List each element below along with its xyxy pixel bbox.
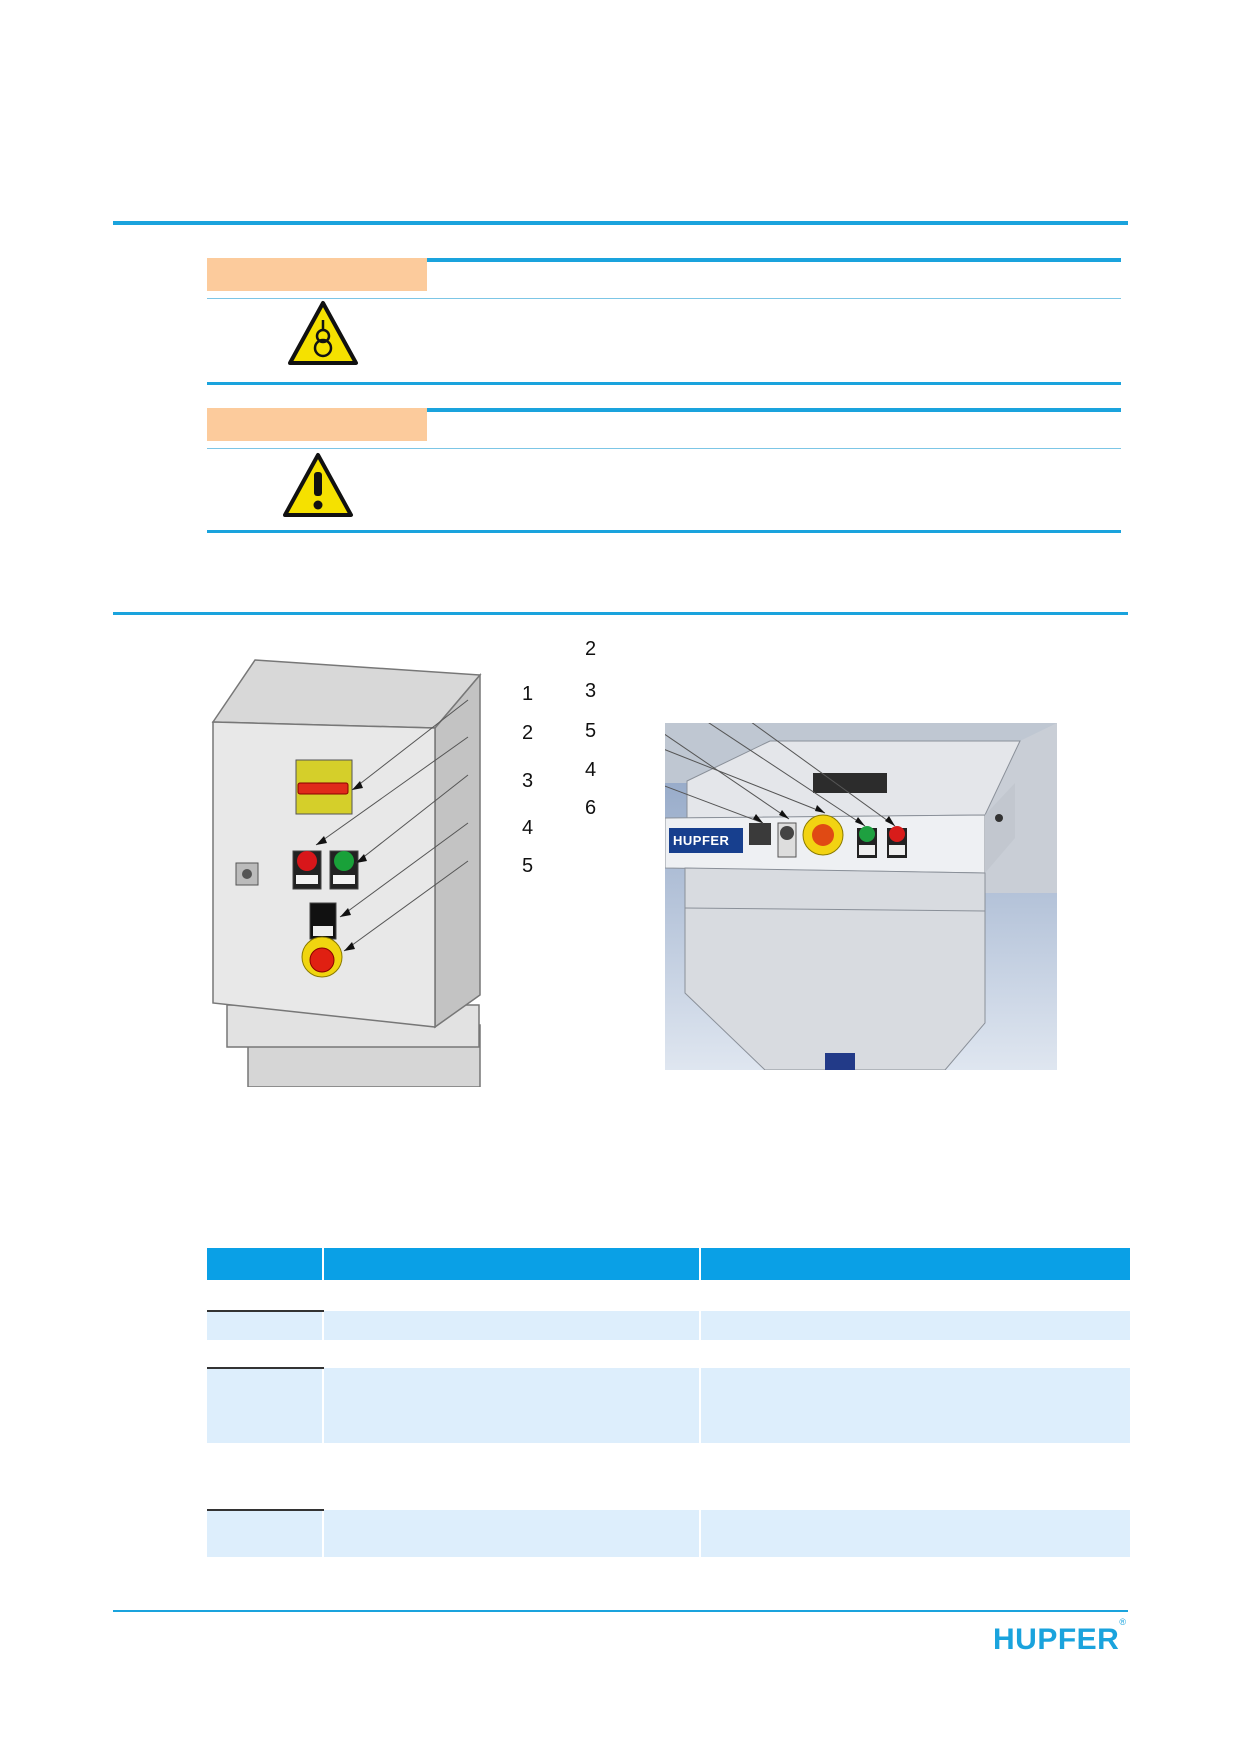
control-cabinet-figure (210, 655, 510, 1087)
control-panel-figure: HUPFER (665, 723, 1057, 1070)
controls-table (207, 1248, 1132, 1557)
section-rule-figures (113, 612, 1128, 615)
warning-label-2 (207, 408, 427, 441)
table-header (207, 1248, 1132, 1280)
callout-left-4: 4 (522, 817, 534, 839)
warning-divider-1 (207, 298, 1121, 299)
table-row (207, 1280, 1131, 1312)
callout-right-3: 3 (585, 680, 597, 702)
hupfer-logo: HUPFER® (993, 1617, 1126, 1657)
warning-divider-2 (207, 448, 1121, 449)
section-rule-top (113, 221, 1128, 225)
general-warning-icon (282, 452, 354, 518)
callout-left-5: 5 (522, 855, 534, 877)
table-row (207, 1368, 1132, 1443)
warning-label-1 (207, 258, 427, 291)
table-row (207, 1510, 1132, 1557)
callout-right-4: 4 (585, 759, 597, 781)
callout-left-1: 1 (522, 683, 534, 705)
callout-right-5: 5 (585, 720, 597, 742)
callout-left-3: 3 (522, 770, 534, 792)
footer-rule (113, 1610, 1128, 1612)
warning-bar-1 (207, 258, 1121, 294)
warning-bottom-1 (207, 382, 1121, 385)
warning-bar-2 (207, 408, 1121, 444)
callout-right-2: 2 (585, 638, 597, 660)
table-row (207, 1443, 1131, 1511)
callout-right-6: 6 (585, 797, 597, 819)
crush-hazard-warning-icon (287, 300, 359, 366)
registered-mark: ® (1119, 1617, 1127, 1627)
logo-text: HUPFER (993, 1623, 1120, 1656)
table-row (207, 1311, 1132, 1340)
callout-left-2: 2 (522, 722, 534, 744)
table-row (207, 1340, 1131, 1369)
warning-bottom-2 (207, 530, 1121, 533)
brand-plate: HUPFER (673, 833, 730, 848)
